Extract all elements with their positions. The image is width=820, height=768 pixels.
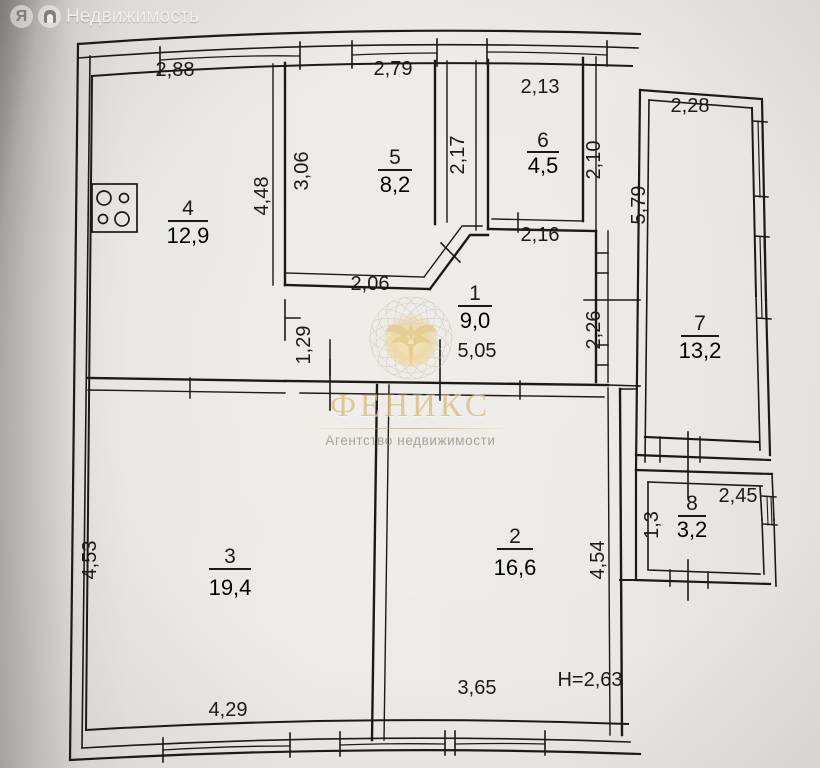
dim-top-kitchen: 2,88 [156,59,195,81]
dim-hall-small: 1,29 [293,326,315,365]
dim-room7-left: 5,79 [628,186,650,225]
svg-text:6: 6 [537,129,549,152]
room-labels: 4 12,9 5 8,2 6 4,5 7 13,2 8 [167,129,722,600]
dim-corridor-right: 2,26 [583,311,605,350]
yandex-watermark-label: Недвижимость [66,5,200,27]
svg-text:5,05: 5,05 [458,340,497,362]
room-label-5: 5 8,2 [378,146,412,197]
dim-top-room6: 2,13 [521,76,560,98]
room-label-3: 3 19,4 [209,545,252,600]
dim-room8-top: 2,45 [719,485,758,507]
svg-text:1: 1 [469,282,481,305]
dim-room3-left: 4,53 [79,541,101,580]
svg-text:16,6: 16,6 [494,555,537,580]
dim-room2-bottom: 3,65 [458,677,497,699]
svg-text:7: 7 [694,312,706,335]
ceiling-height-label: H=2,63 [557,669,622,691]
svg-text:4,5: 4,5 [528,153,559,178]
yandex-logo-icon: Я [10,5,33,28]
svg-text:4: 4 [182,197,194,220]
house-icon [38,5,61,28]
dim-room5-left: 3,06 [291,152,313,191]
dimension-labels: 2,88 2,79 2,13 2,28 4,48 3,06 2,17 2,06 … [79,58,757,721]
dim-room5-bottom: 2,06 [351,273,390,295]
dim-room8-left: 1,3 [641,511,663,539]
dim-room5-right: 2,17 [447,136,469,175]
dim-room3-bottom: 4,29 [209,699,248,721]
svg-text:12,9: 12,9 [167,223,210,248]
dim-top-room5: 2,79 [374,58,413,80]
dim-room2-right: 4,54 [587,541,609,580]
room-label-2: 2 16,6 [494,525,537,580]
svg-text:8: 8 [686,492,698,515]
stove-icon [91,183,138,233]
svg-text:3: 3 [224,545,236,568]
room-label-6: 6 4,5 [527,129,559,178]
svg-text:13,2: 13,2 [679,338,722,363]
svg-text:5: 5 [389,146,401,169]
dim-room6-right: 2,10 [583,141,605,180]
dim-room6-bottom: 2,16 [521,224,560,246]
yandex-realty-watermark: Я Недвижимость [10,5,199,28]
room-label-4: 4 12,9 [167,197,210,248]
svg-text:2: 2 [509,525,521,548]
dim-kitchen-right: 4,48 [251,177,273,216]
room-label-8: 8 3,2 [677,492,708,542]
svg-text:9,0: 9,0 [460,308,491,333]
room-label-7: 7 13,2 [679,312,722,363]
svg-text:19,4: 19,4 [209,575,252,600]
svg-text:8,2: 8,2 [380,172,411,197]
svg-text:3,2: 3,2 [677,517,708,542]
room-label-1: 1 9,0 5,05 [458,282,497,362]
dim-top-room7: 2,28 [671,95,710,117]
